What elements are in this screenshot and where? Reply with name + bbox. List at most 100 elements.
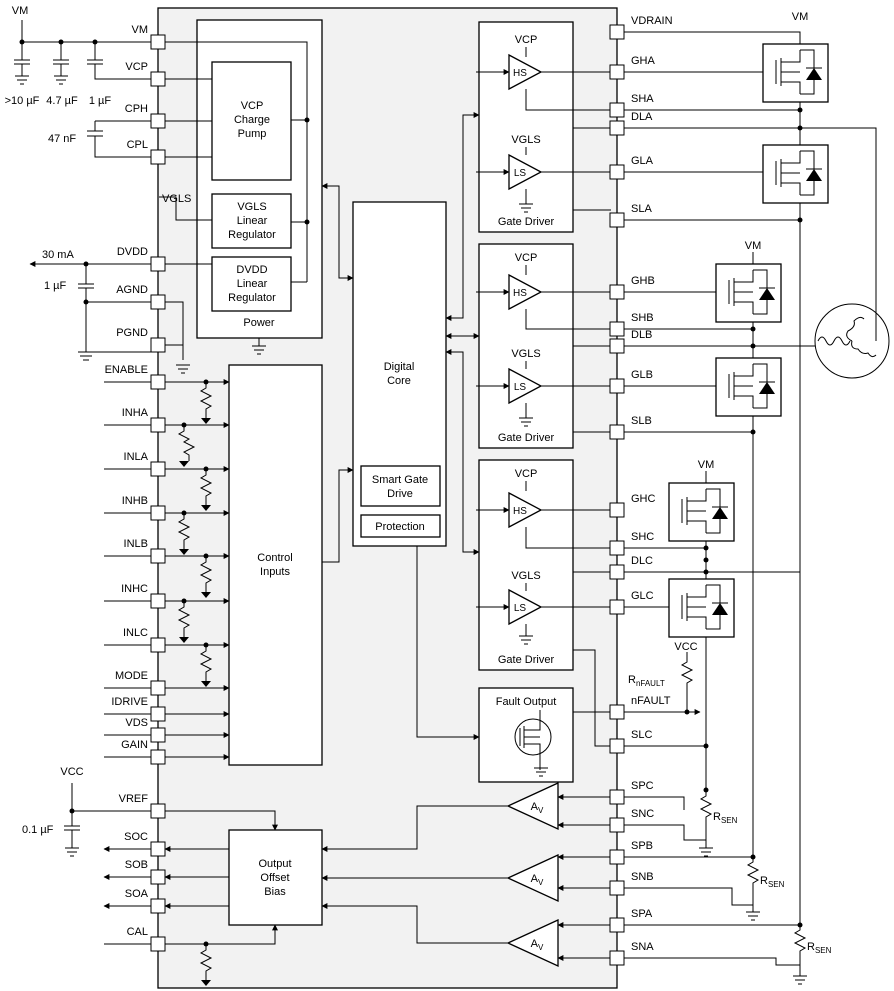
pin-dla bbox=[609, 120, 625, 136]
pin-inhc bbox=[150, 593, 166, 609]
pin-slc bbox=[609, 738, 625, 754]
pin-label-inhb: INHB bbox=[122, 495, 148, 507]
pin-shc bbox=[609, 540, 625, 556]
pin-label-dla: DLA bbox=[631, 111, 653, 123]
protection-block bbox=[360, 514, 441, 538]
external-right-wiring bbox=[617, 31, 877, 985]
control-inputs-block bbox=[228, 364, 323, 766]
csa-c-amp bbox=[506, 781, 559, 831]
dvdd-reg-line2: Linear bbox=[237, 278, 268, 290]
pin-dlb bbox=[609, 338, 625, 354]
gdb-title: Gate Driver bbox=[498, 432, 555, 444]
external-left-wiring bbox=[14, 20, 190, 945]
external-output-arrows bbox=[103, 846, 159, 909]
pin-label-vm: VM bbox=[132, 24, 149, 36]
pin-label-soc: SOC bbox=[124, 831, 148, 843]
pin-label-soa: SOA bbox=[125, 888, 149, 900]
offset-line2: Offset bbox=[260, 872, 289, 884]
pin-enable bbox=[150, 374, 166, 390]
pin-cal bbox=[150, 936, 166, 952]
pin-soa bbox=[150, 898, 166, 914]
pin-label-dlb: DLB bbox=[631, 329, 652, 341]
pin-label-dvdd: DVDD bbox=[117, 246, 148, 258]
dvdd-load-label: 30 mA bbox=[42, 249, 74, 261]
gdc-vgls-label: VGLS bbox=[511, 570, 540, 582]
gdc-title: Gate Driver bbox=[498, 654, 555, 666]
external-left-junctions bbox=[19, 39, 98, 814]
smart-gate-line2: Drive bbox=[387, 488, 413, 500]
smart-gate-drive-block bbox=[360, 465, 441, 507]
pin-inla bbox=[150, 461, 166, 477]
vm-b-label: VM bbox=[745, 240, 762, 252]
pin-snc bbox=[609, 817, 625, 833]
pin-label-nfault: nFAULT bbox=[631, 695, 671, 707]
vgls-ext-label: VGLS bbox=[162, 193, 191, 205]
pin-label-dlc: DLC bbox=[631, 555, 653, 567]
pin-label-spc: SPC bbox=[631, 780, 654, 792]
pin-label-inlc: INLC bbox=[123, 627, 148, 639]
pin-label-ghc: GHC bbox=[631, 493, 656, 505]
csa-a-amp bbox=[506, 918, 559, 968]
offset-line1: Output bbox=[258, 858, 291, 870]
smart-gate-line1: Smart Gate bbox=[372, 474, 428, 486]
pin-gla bbox=[609, 164, 625, 180]
gdc-vcp-label: VCP bbox=[515, 468, 538, 480]
pin-label-cpl: CPL bbox=[127, 139, 148, 151]
pin-mode bbox=[150, 680, 166, 696]
pin-label-vcp: VCP bbox=[125, 61, 148, 73]
cap-dvdd-label: 1 µF bbox=[44, 280, 67, 292]
pin-spa bbox=[609, 917, 625, 933]
gate-driver-c-block bbox=[478, 459, 574, 671]
pin-label-shc: SHC bbox=[631, 531, 654, 543]
cap-10uf-label: >10 µF bbox=[5, 95, 40, 107]
pin-cph bbox=[150, 113, 166, 129]
pin-spc bbox=[609, 789, 625, 805]
pin-label-sla: SLA bbox=[631, 203, 652, 215]
vgls-reg-line1: VGLS bbox=[237, 201, 266, 213]
pin-label-pgnd: PGND bbox=[116, 327, 148, 339]
vcp-pump-line3: Pump bbox=[238, 128, 267, 140]
pin-label-glc: GLC bbox=[631, 590, 654, 602]
fault-output-label: Fault Output bbox=[496, 696, 557, 708]
digital-core-line1: Digital bbox=[384, 361, 415, 373]
pin-label-ghb: GHB bbox=[631, 275, 655, 287]
mosfet-lc bbox=[668, 578, 735, 638]
pin-gain bbox=[150, 749, 166, 765]
pin-snb bbox=[609, 880, 625, 896]
internal-junctions bbox=[181, 117, 310, 947]
power-title: Power bbox=[243, 317, 275, 329]
cap-47nf-label: 47 nF bbox=[48, 133, 76, 145]
pin-label-mode: MODE bbox=[115, 670, 148, 682]
output-offset-bias-block bbox=[228, 829, 323, 926]
pin-gha bbox=[609, 64, 625, 80]
pin-label-cal: CAL bbox=[127, 926, 148, 938]
dvdd-reg-line3: Regulator bbox=[228, 292, 276, 304]
left-pin-group: VMVCPCPHCPLDVDDAGNDPGNDENABLEINHAINLAINH… bbox=[105, 24, 166, 952]
gdc-ls-label: LS bbox=[514, 603, 527, 614]
vgls-reg-line3: Regulator bbox=[228, 229, 276, 241]
pin-label-gha: GHA bbox=[631, 55, 656, 67]
pin-glb bbox=[609, 378, 625, 394]
pin-ghb bbox=[609, 284, 625, 300]
control-inputs-line1: Control bbox=[257, 552, 292, 564]
vm-c-label: VM bbox=[698, 459, 715, 471]
protection-label: Protection bbox=[375, 521, 425, 533]
pin-label-slc: SLC bbox=[631, 729, 652, 741]
pin-pgnd bbox=[150, 337, 166, 353]
pin-ghc bbox=[609, 502, 625, 518]
dvdd-reg-line1: DVDD bbox=[236, 264, 267, 276]
vgls-regulator-block bbox=[211, 193, 292, 249]
mosfet-ha bbox=[762, 43, 829, 103]
pin-label-slb: SLB bbox=[631, 415, 652, 427]
cap-1uf-label: 1 µF bbox=[89, 95, 112, 107]
mosfet-lb bbox=[715, 357, 782, 417]
gda-title: Gate Driver bbox=[498, 216, 555, 228]
pin-label-vdrain: VDRAIN bbox=[631, 15, 673, 27]
vgls-reg-line2: Linear bbox=[237, 215, 268, 227]
vcp-charge-pump-block bbox=[211, 61, 292, 181]
pin-label-inlb: INLB bbox=[124, 538, 148, 550]
pin-label-glb: GLB bbox=[631, 369, 653, 381]
pin-soc bbox=[150, 841, 166, 857]
pin-dvdd bbox=[150, 256, 166, 272]
pin-label-agnd: AGND bbox=[116, 284, 148, 296]
